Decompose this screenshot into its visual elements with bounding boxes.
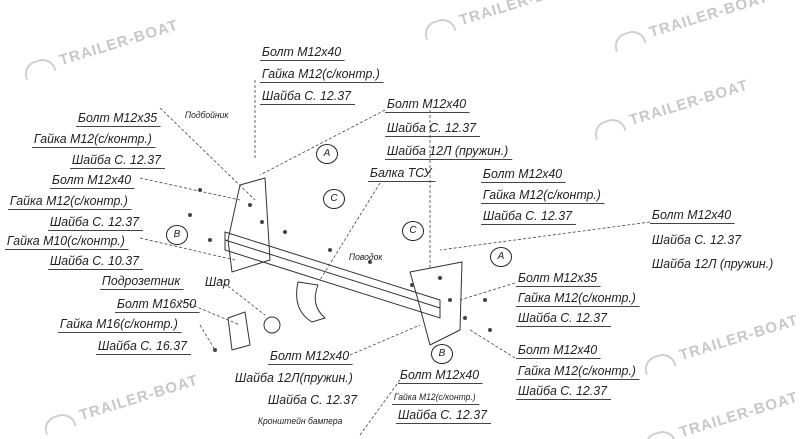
- label-right1-bolt: Болт M12x40: [481, 166, 566, 183]
- tow-ball: [263, 316, 281, 334]
- label-top2-spring-washer: Шайба 12Л (пружин.): [385, 143, 513, 160]
- label-beam: Балка ТСУ: [368, 165, 436, 182]
- label-bottom2-bolt: Болт M12x40: [398, 367, 483, 384]
- right-bracket: [409, 261, 463, 346]
- label-ball: Шар: [204, 274, 231, 289]
- callout-c: C: [323, 189, 345, 209]
- label-right2-washer: Шайба С. 12.37: [516, 310, 611, 327]
- left-bracket: [227, 177, 271, 273]
- label-left2-washer: Шайба С. 12.37: [48, 214, 143, 231]
- tow-beam: [224, 231, 441, 319]
- callout-b: B: [431, 344, 453, 364]
- label-right1-washer: Шайба С. 12.37: [481, 208, 576, 225]
- label-far-bolt: Болт M12x40: [650, 207, 735, 224]
- label-right2-nut: Гайка M12(с/контр.): [516, 290, 640, 307]
- label-far-spring-washer: Шайба 12Л (пружин.): [651, 256, 774, 271]
- callout-b: B: [166, 225, 188, 245]
- ball-mount: [296, 281, 327, 323]
- label-top-bolt: Болт M12x40: [260, 44, 345, 61]
- label-pad: Подбойник: [184, 110, 229, 120]
- label-bottom2-washer: Шайба С. 12.37: [396, 407, 491, 424]
- label-right3-washer: Шайба С. 12.37: [516, 383, 611, 400]
- label-right3-nut: Гайка M12(с/контр.): [516, 363, 640, 380]
- label-bottom2-nut: Гайка M12(с/контр.): [392, 392, 480, 405]
- label-top-nut: Гайка M12(с/контр.): [260, 66, 384, 83]
- callout-a: A: [316, 144, 338, 164]
- label-top-washer: Шайба С. 12.37: [260, 88, 355, 105]
- label-right3-bolt: Болт M12x40: [516, 342, 601, 359]
- label-left3-washer: Шайба С. 10.37: [48, 253, 143, 270]
- label-top2-bolt: Болт M12x40: [385, 96, 470, 113]
- label-socket-bolt: Болт M16x50: [115, 296, 200, 313]
- label-bottom-washer: Шайба С. 12.37: [267, 392, 357, 407]
- label-bottom-spring-washer: Шайба 12Л(пружин.): [234, 370, 353, 385]
- label-top2-washer: Шайба С. 12.37: [385, 120, 480, 137]
- label-left2-nut: Гайка M12(с/контр.): [8, 193, 132, 210]
- label-far-washer: Шайба С. 12.37: [651, 232, 741, 247]
- label-socket-plate: Подрозетник: [100, 273, 185, 290]
- socket-plate: [227, 311, 251, 351]
- label-left1-washer: Шайба С. 12.37: [70, 152, 165, 169]
- label-bottom-bolt: Болт M12x40: [268, 348, 353, 365]
- label-left2-bolt: Болт M12x40: [50, 172, 135, 189]
- label-right2-bolt: Болт M12x35: [516, 270, 601, 287]
- label-left1-nut: Гайка M12(с/контр.): [32, 131, 156, 148]
- label-socket-nut: Гайка M16(с/контр.): [58, 316, 182, 333]
- callout-c: C: [402, 221, 424, 241]
- label-socket-washer: Шайба С. 16.37: [96, 338, 191, 355]
- label-bumper-bracket: Кронштейн бампера: [257, 416, 343, 426]
- callout-a: A: [490, 247, 512, 267]
- label-right1-nut: Гайка M12(с/контр.): [481, 187, 605, 204]
- label-left1-bolt: Болт M12x35: [76, 110, 161, 127]
- label-left3-nut: Гайка M10(с/контр.): [5, 233, 129, 250]
- label-leash: Поводок: [348, 252, 383, 262]
